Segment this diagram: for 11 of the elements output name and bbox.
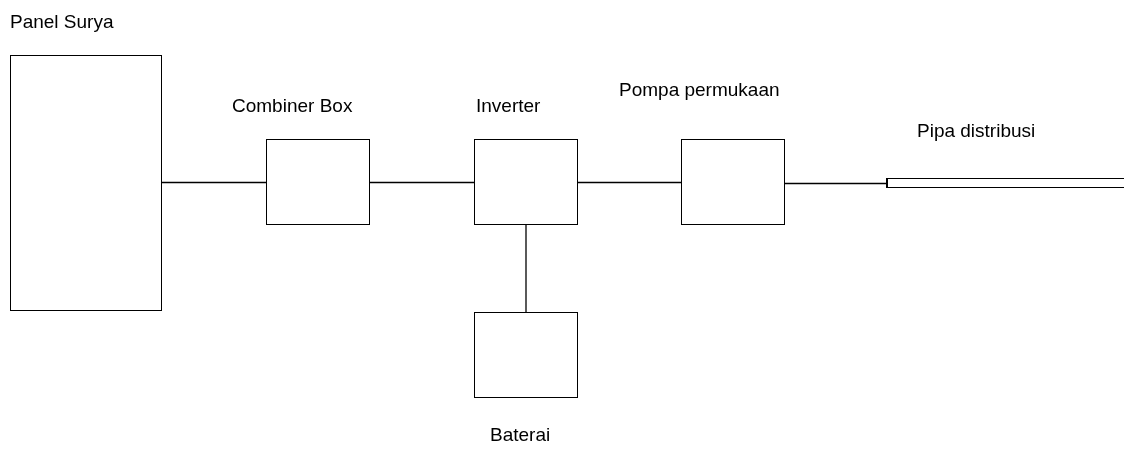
connector-line [525,224,527,313]
connector-line [784,182,887,185]
connector-line [161,181,267,184]
component-label: Baterai [490,424,551,446]
component-label: Pipa distribusi [917,120,1036,142]
connector-line [369,181,475,184]
component-label: Pompa permukaan [619,79,780,101]
connector-line [577,181,682,184]
component-label: Combiner Box [232,95,353,117]
component-label: Inverter [476,95,541,117]
component-label: Panel Surya [10,11,114,33]
